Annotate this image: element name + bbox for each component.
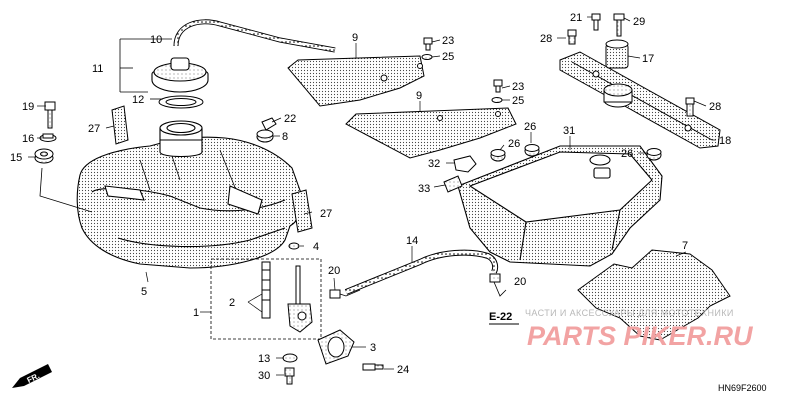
hose-clip-20-right [489, 273, 501, 283]
callout-5: 5 [141, 286, 147, 298]
screw-30 [284, 367, 295, 385]
grommet-26-c [646, 148, 662, 161]
callout-12: 12 [132, 94, 144, 106]
bushing-33 [443, 175, 463, 193]
callout-23-upper: 23 [442, 35, 454, 47]
callout-4: 4 [313, 241, 319, 253]
nut-4 [288, 242, 300, 250]
bolt-19 [44, 101, 56, 129]
breather-tube [174, 20, 336, 52]
tank-filler-neck [159, 120, 203, 158]
bolt-28-left [567, 29, 577, 45]
callout-11: 11 [92, 63, 103, 75]
callout-13: 13 [258, 353, 270, 365]
o-ring-13 [282, 353, 298, 363]
hose-clip-20-left [329, 289, 341, 299]
rubber-pad-27-bottom [291, 189, 313, 233]
callout-21: 21 [570, 12, 582, 24]
fuel-hose-outline [344, 249, 499, 295]
damper-17 [605, 39, 629, 69]
callout-27-bottom: 27 [320, 208, 332, 220]
utility-box-31 [457, 145, 663, 267]
screw-23-upper [423, 37, 433, 51]
watermark-tagline: ЧАСТИ И АКСЕССУАРЫ ДЛЯ МОТОТЕХНИКИ [525, 308, 734, 318]
callout-18: 18 [719, 135, 731, 147]
fuel-hose-14 [345, 250, 498, 294]
callout-23-lower: 23 [512, 81, 524, 93]
callout-32: 32 [428, 158, 440, 170]
callout-24: 24 [397, 364, 409, 376]
callout-15: 15 [10, 152, 22, 164]
watermark-logo: PARTS PIKER.RU [527, 321, 754, 351]
bolt-28-right [685, 97, 695, 117]
leader-lines [28, 16, 716, 376]
callout-26-c: 26 [621, 148, 633, 160]
collar-15 [34, 148, 54, 164]
washer-25-upper [421, 54, 433, 60]
cap-gasket [158, 95, 204, 109]
callout-27-top: 27 [88, 123, 100, 135]
fuel-strainer-2 [261, 261, 271, 319]
callout-7: 7 [682, 240, 688, 252]
callout-29: 29 [633, 16, 645, 28]
washer-25-lower [491, 97, 503, 103]
callout-1: 1 [193, 307, 199, 319]
callout-14: 14 [406, 235, 418, 247]
clip-32 [453, 155, 477, 173]
fuel-cock-lever-3 [317, 329, 355, 365]
callout-9-lower: 9 [416, 90, 422, 102]
grommet-8 [256, 129, 274, 143]
callout-2: 2 [229, 297, 235, 309]
bracket-18 [559, 51, 721, 149]
callout-26-a: 26 [524, 121, 536, 133]
callout-9-upper: 9 [352, 32, 358, 44]
callout-25-upper: 25 [442, 51, 454, 63]
callout-8: 8 [282, 131, 288, 143]
grommet-26-b [524, 144, 540, 157]
callout-16: 16 [22, 133, 34, 145]
bolt-24 [362, 363, 384, 371]
bolt-21 [591, 13, 601, 31]
rubber-pad-27-top [111, 105, 129, 145]
callout-22: 22 [284, 113, 296, 125]
callout-26-b: 26 [508, 138, 520, 150]
front-direction-arrow: FR. [12, 364, 52, 388]
callout-bracket-10-11 [119, 38, 172, 100]
callout-17: 17 [642, 53, 654, 65]
callout-28-left: 28 [540, 33, 552, 45]
callout-20-right: 20 [514, 276, 526, 288]
diagram-code: HN69F2600 [718, 383, 767, 393]
callout-25-lower: 25 [512, 95, 524, 107]
callout-30: 30 [258, 370, 270, 382]
callout-28-right: 28 [709, 101, 721, 113]
fuel-tank [76, 136, 304, 269]
callout-31: 31 [563, 125, 575, 137]
washer-16 [39, 133, 57, 142]
callout-box-1 [210, 258, 322, 340]
callout-20-left: 20 [328, 265, 340, 277]
callout-10: 10 [150, 34, 162, 46]
callout-19: 19 [22, 101, 34, 113]
leader-15-tank [39, 167, 93, 213]
clip-22 [261, 117, 277, 131]
bolt-29 [613, 13, 625, 37]
callout-3: 3 [370, 342, 376, 354]
callout-33: 33 [418, 183, 430, 195]
reference-label: E-22 [489, 311, 512, 323]
hose-leaders [339, 281, 507, 297]
side-cover-9-lower [345, 107, 517, 159]
fuel-cap [151, 57, 209, 93]
grommet-26-a [490, 149, 506, 162]
fuel-cock-valve [287, 265, 313, 333]
screw-23-lower [493, 79, 503, 93]
side-cover-9-upper [287, 55, 425, 107]
bracket-mount-boss [603, 83, 633, 108]
floor-mat-7 [577, 249, 731, 341]
callout-numbers: 10 11 12 19 27 16 15 22 8 27 4 5 1 2 13 … [10, 12, 731, 382]
